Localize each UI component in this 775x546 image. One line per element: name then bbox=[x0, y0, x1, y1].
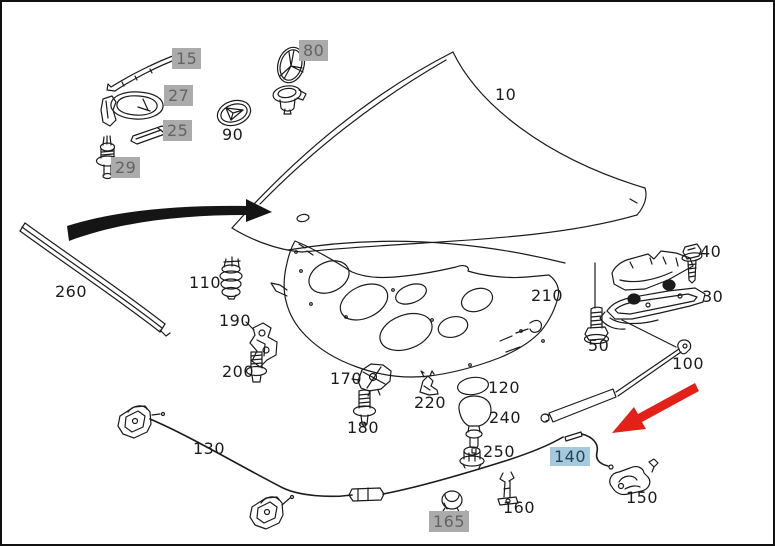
clip-220 bbox=[419, 370, 439, 396]
part-label-210: 210 bbox=[531, 286, 564, 305]
flat-emblem bbox=[216, 99, 252, 127]
part-label-165: 165 bbox=[429, 511, 470, 533]
part-label-170: 170 bbox=[330, 369, 363, 388]
part-label-190: 190 bbox=[219, 311, 252, 330]
bolt-50 bbox=[583, 306, 610, 345]
part-label-90: 90 bbox=[222, 125, 244, 144]
part-label-220: 220 bbox=[414, 393, 447, 412]
hood-seal-strip bbox=[106, 53, 183, 92]
grommet-110 bbox=[219, 256, 243, 300]
part-label-29: 29 bbox=[111, 157, 141, 179]
seal-ring-120 bbox=[457, 376, 489, 396]
bolt-180 bbox=[352, 389, 377, 428]
part-label-15: 15 bbox=[172, 48, 202, 70]
gas-strut bbox=[540, 339, 692, 423]
star-emblem bbox=[272, 46, 307, 115]
part-label-240: 240 bbox=[489, 408, 522, 427]
part-label-40: 40 bbox=[700, 242, 722, 261]
part-label-110: 110 bbox=[189, 273, 222, 292]
cable-guide bbox=[497, 471, 519, 506]
part-label-120: 120 bbox=[488, 378, 521, 397]
red-arrow-callout bbox=[612, 383, 699, 433]
part-label-27: 27 bbox=[164, 85, 194, 107]
part-label-10: 10 bbox=[495, 85, 517, 104]
part-label-180: 180 bbox=[347, 418, 380, 437]
part-label-50: 50 bbox=[588, 336, 610, 355]
part-label-260: 260 bbox=[55, 282, 88, 301]
black-arrow-callout bbox=[67, 199, 272, 241]
grille-frame bbox=[100, 91, 164, 127]
bracket-190 bbox=[245, 321, 278, 368]
part-label-25: 25 bbox=[163, 120, 193, 142]
hook-latch bbox=[609, 458, 659, 496]
part-label-130: 130 bbox=[193, 439, 226, 458]
release-cable bbox=[117, 405, 614, 530]
part-label-140: 140 bbox=[550, 447, 591, 467]
part-label-100: 100 bbox=[672, 354, 705, 373]
cowl-strip bbox=[19, 222, 171, 337]
inner-hood-panel bbox=[270, 240, 560, 378]
buffer-240 bbox=[458, 395, 492, 454]
bolt-200 bbox=[245, 351, 268, 383]
hinge-assembly bbox=[594, 250, 706, 348]
part-label-250: 250 bbox=[483, 442, 516, 461]
part-label-80: 80 bbox=[299, 40, 329, 62]
part-label-150: 150 bbox=[626, 488, 659, 507]
part-label-160: 160 bbox=[503, 498, 536, 517]
part-label-30: 30 bbox=[702, 287, 724, 306]
part-label-200: 200 bbox=[222, 362, 255, 381]
nut-250 bbox=[459, 446, 485, 469]
